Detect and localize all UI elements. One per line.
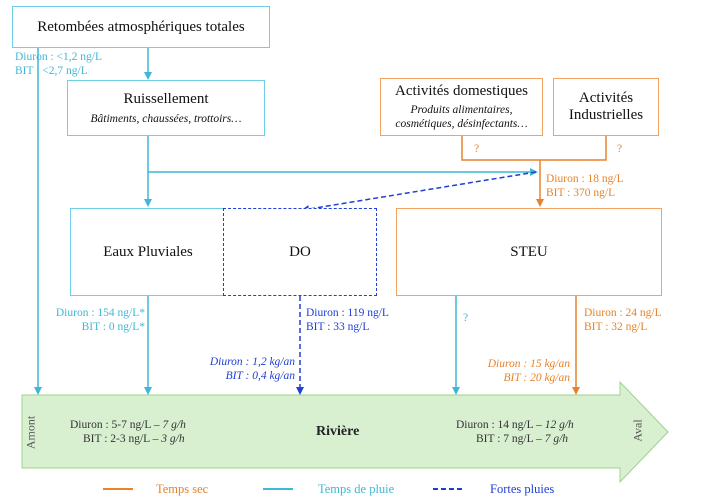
steu-outflow-bit-label: BIT : 32 ng/L	[584, 321, 648, 333]
steu-rain-unknown-label: ?	[463, 312, 469, 324]
retombees-title: Retombées atmosphériques totales	[37, 18, 245, 35]
steu-box: STEU	[396, 208, 662, 296]
ruissellement-title: Ruissellement	[123, 90, 209, 107]
aval-diuron-line: Diuron : 14 ng/L – 12 g/h	[456, 418, 574, 432]
amont-bit-line: BIT : 2-3 ng/L – 3 g/h	[83, 432, 185, 446]
steu-title: STEU	[510, 243, 548, 260]
domestiques-box: Activités domestiques Produits alimentai…	[380, 78, 543, 136]
industrielles-title-2: Industrielles	[568, 107, 644, 123]
do-bit-label: BIT : 33 ng/L	[306, 321, 370, 333]
aval-label: Aval	[630, 419, 645, 442]
amont-label: Amont	[23, 415, 38, 450]
retombees-bit-label: BIT : <2,7 ng/L	[15, 65, 88, 77]
domestic-unknown-label: ?	[474, 143, 480, 155]
do-title: DO	[289, 243, 311, 260]
retombees-box: Retombées atmosphériques totales	[12, 6, 270, 48]
steu-outflow-diuron-label: Diuron : 24 ng/L	[584, 307, 662, 319]
aval-bit-flux: 7 g/h	[544, 433, 569, 445]
legend-heavy-rain: Fortes pluies	[490, 482, 555, 496]
do-box: DO	[223, 208, 377, 296]
riviere-label: Rivière	[316, 424, 360, 439]
ep-bit-label: BIT : 0 ng/L*	[81, 321, 145, 333]
domestiques-subtitle-1: Produits alimentaires,	[410, 104, 513, 116]
amont-diuron-flux: 7 g/h	[162, 419, 186, 431]
river-arrow	[21, 380, 669, 484]
steu-inflow-diuron-label: Diuron : 18 ng/L	[546, 173, 624, 185]
ep-diuron-label: Diuron : 154 ng/L*	[55, 307, 145, 319]
aval-diuron-conc: Diuron : 14 ng/L –	[456, 419, 545, 431]
ruissellement-box: Ruissellement Bâtiments, chaussées, trot…	[67, 80, 265, 136]
do-flux-bit-label: BIT : 0,4 kg/an	[225, 370, 295, 382]
amont-diuron-line: Diuron : 5-7 ng/L – 7 g/h	[70, 418, 186, 432]
amont-bit-conc: BIT : 2-3 ng/L –	[83, 433, 162, 445]
eaux-pluviales-title: Eaux Pluviales	[103, 243, 193, 260]
industrielles-box: Activités Industrielles	[553, 78, 659, 136]
do-flux-diuron-label: Diuron : 1,2 kg/an	[209, 356, 295, 368]
legend-dry-weather: Temps sec	[156, 482, 209, 496]
amont-bit-flux: 3 g/h	[161, 433, 185, 445]
do-diuron-label: Diuron : 119 ng/L	[306, 307, 389, 319]
steu-flux-bit-label: BIT : 20 kg/an	[503, 372, 570, 384]
aval-diuron-flux: 12 g/h	[544, 419, 574, 431]
steu-inflow-bit-label: BIT : 370 ng/L	[546, 187, 616, 199]
eaux-pluviales-box: Eaux Pluviales	[70, 208, 226, 296]
domestiques-subtitle-2: cosmétiques, désinfectants…	[395, 118, 528, 130]
domestiques-title: Activités domestiques	[395, 83, 528, 99]
legend-rainy-weather: Temps de pluie	[318, 482, 395, 496]
steu-flux-diuron-label: Diuron : 15 kg/an	[487, 358, 570, 370]
aval-bit-conc: BIT : 7 ng/L –	[476, 433, 545, 445]
industrial-unknown-label: ?	[617, 143, 623, 155]
retombees-diuron-label: Diuron : <1,2 ng/L	[15, 51, 102, 63]
amont-diuron-conc: Diuron : 5-7 ng/L –	[70, 419, 163, 431]
industrielles-title-1: Activités	[578, 90, 634, 106]
aval-bit-line: BIT : 7 ng/L – 7 g/h	[476, 432, 568, 446]
ruissellement-subtitle: Bâtiments, chaussées, trottoirs…	[90, 112, 242, 125]
